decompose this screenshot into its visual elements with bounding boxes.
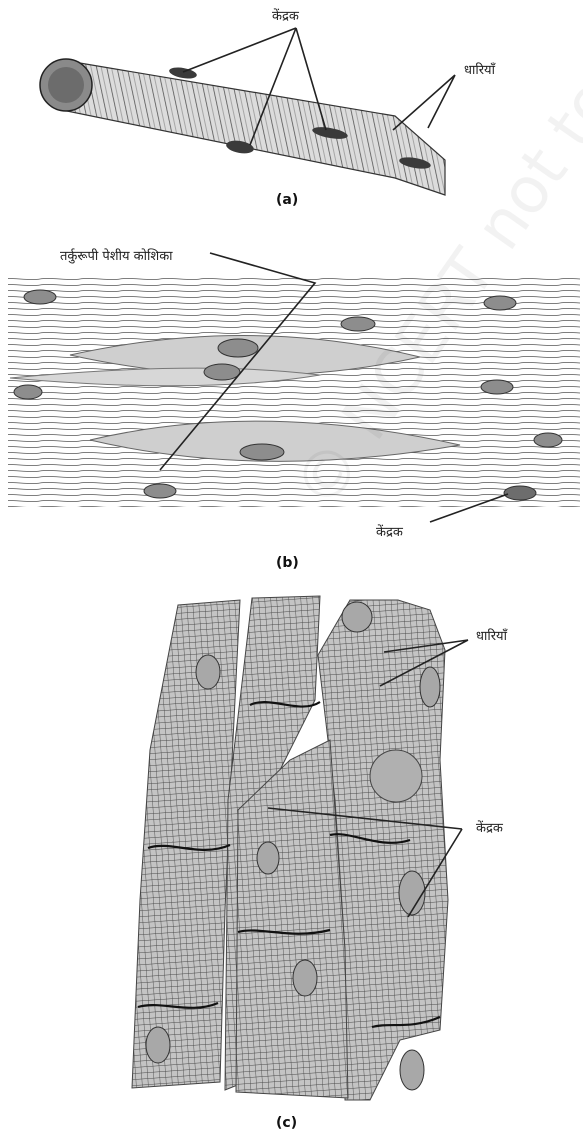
caption-a: (a) bbox=[276, 192, 298, 208]
cardiac-nucleus-3 bbox=[420, 667, 440, 707]
cardiac-nucleus-4 bbox=[257, 842, 279, 874]
label-c-nucleus: केंद्रक bbox=[476, 818, 503, 836]
cardiac-nucleus-7 bbox=[293, 960, 317, 996]
cardiac-nucleus-6 bbox=[146, 1027, 170, 1063]
caption-c: (c) bbox=[276, 1115, 297, 1131]
cardiac-muscle-figure bbox=[132, 596, 468, 1100]
label-a-striations: धारियाँ bbox=[464, 60, 495, 78]
smooth-nucleus-3 bbox=[240, 444, 284, 460]
label-b-nucleus: केंद्रक bbox=[376, 522, 403, 540]
skeletal-muscle-figure bbox=[40, 28, 455, 195]
caption-b: (b) bbox=[276, 555, 299, 571]
label-b-spindle-cell: तर्कुरूपी पेशीय कोशिका bbox=[60, 246, 173, 264]
pointer-a-striations bbox=[393, 75, 455, 130]
cardiac-nucleus-8 bbox=[400, 1050, 424, 1090]
smooth-nucleus-11 bbox=[534, 433, 562, 447]
smooth-nucleus-8 bbox=[14, 385, 42, 399]
smooth-nucleus-10 bbox=[504, 486, 536, 500]
cardiac-nucleus-5 bbox=[399, 871, 425, 915]
cardiac-nucleus-9 bbox=[370, 750, 422, 802]
skeletal-fiber-body bbox=[62, 60, 445, 195]
smooth-nucleus-1 bbox=[218, 339, 258, 357]
smooth-nucleus-2 bbox=[204, 364, 240, 380]
label-c-striations: धारियाँ bbox=[476, 626, 507, 644]
smooth-nucleus-4 bbox=[341, 317, 375, 331]
smooth-nucleus-9 bbox=[144, 484, 176, 498]
label-a-nucleus: केंद्रक bbox=[272, 6, 299, 24]
smooth-nucleus-7 bbox=[24, 290, 56, 304]
smooth-nucleus-6 bbox=[481, 380, 513, 394]
cardiac-fiber-1 bbox=[132, 600, 240, 1088]
cardiac-nucleus-1 bbox=[196, 655, 220, 689]
cardiac-nucleus-2 bbox=[342, 602, 372, 632]
